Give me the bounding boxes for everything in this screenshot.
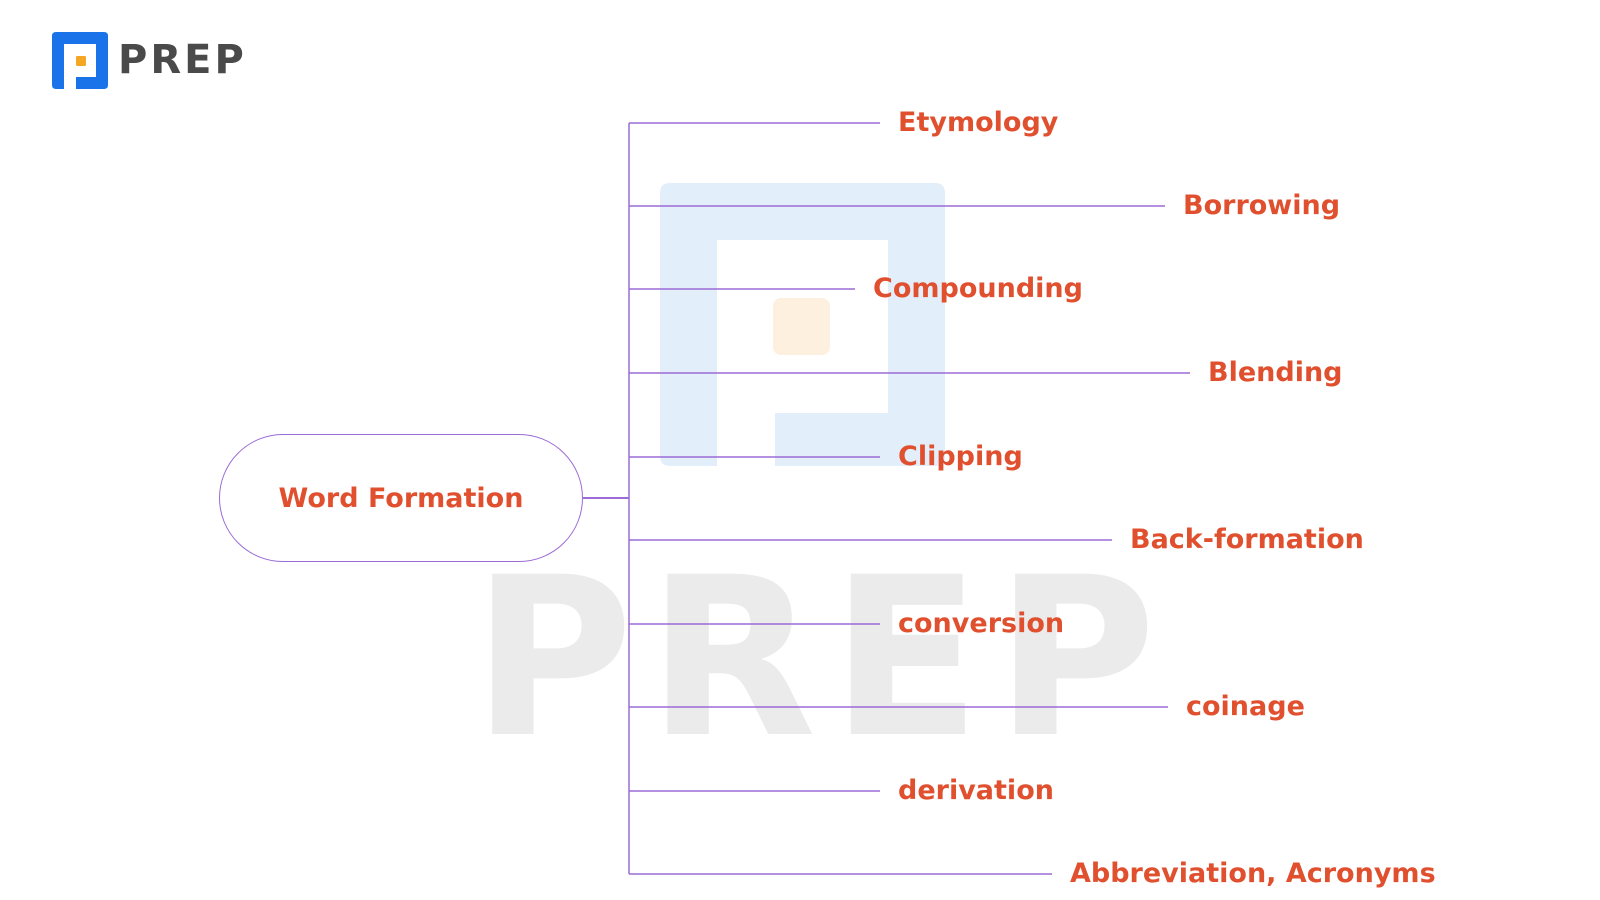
- branch-label: Borrowing: [1183, 190, 1341, 221]
- prep-watermark-icon: [660, 183, 945, 466]
- branch-label: Back-formation: [1130, 524, 1364, 555]
- watermark-text: PREP: [472, 530, 1171, 786]
- prep-logo: PREP: [52, 32, 247, 89]
- branch-label: Blending: [1208, 357, 1343, 388]
- branch-label: conversion: [898, 608, 1065, 639]
- branch-label: Clipping: [898, 441, 1023, 472]
- branch-label: coinage: [1186, 691, 1305, 722]
- branch-label: Etymology: [898, 107, 1059, 138]
- branch-label: Abbreviation, Acronyms: [1070, 858, 1436, 889]
- branch-label: Compounding: [873, 273, 1083, 304]
- root-node: Word Formation: [219, 434, 583, 562]
- logo-text: PREP: [118, 37, 247, 83]
- root-label: Word Formation: [278, 482, 524, 514]
- branch-label: derivation: [898, 775, 1054, 806]
- prep-logo-icon: [52, 32, 108, 89]
